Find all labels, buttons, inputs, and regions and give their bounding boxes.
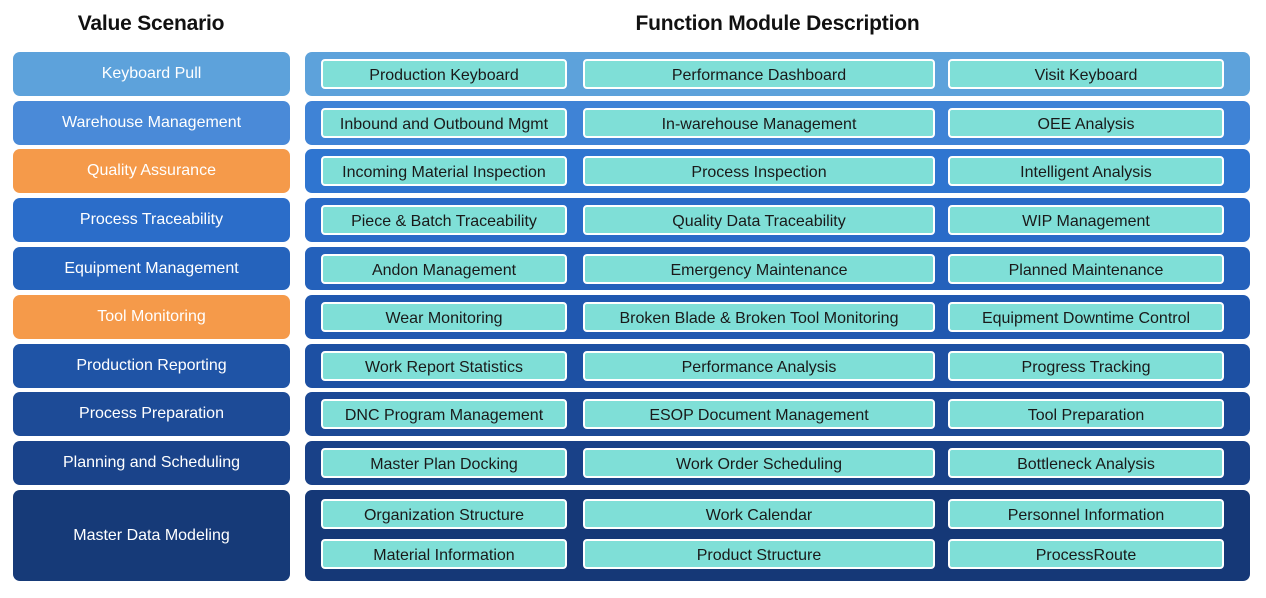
function-module-header: Function Module Description: [635, 12, 920, 35]
table-row: Production Reporting Work Report Statisti…: [0, 344, 1266, 388]
module-panel: Inbound and Outbound Mgmt In-warehouse Ma…: [305, 101, 1250, 145]
table-row: Tool Monitoring Wear Monitoring Broken Bla…: [0, 295, 1266, 339]
module-cell: ESOP Document Management: [583, 399, 935, 429]
module-panel: DNC Program Management ESOP Document Mana…: [305, 392, 1250, 436]
module-cell: Emergency Maintenance: [583, 254, 935, 284]
module-cell: Material Information: [321, 539, 567, 569]
table-row: Quality Assurance Incoming Material Inspe…: [0, 149, 1266, 193]
module-cell: Wear Monitoring: [321, 302, 567, 332]
module-cell: Progress Tracking: [948, 351, 1224, 381]
scenario-label: Keyboard Pull: [13, 52, 290, 96]
module-panel: Incoming Material Inspection Process Insp…: [305, 149, 1250, 193]
module-panel: Production Keyboard Performance Dashboard…: [305, 52, 1250, 96]
module-panel: Master Plan Docking Work Order Scheduling…: [305, 441, 1250, 485]
scenario-label: Planning and Scheduling: [13, 441, 290, 485]
module-cell: WIP Management: [948, 205, 1224, 235]
scenario-label: Process Traceability: [13, 198, 290, 242]
scenario-label: Process Preparation: [13, 392, 290, 436]
module-cell: Quality Data Traceability: [583, 205, 935, 235]
module-cell: Inbound and Outbound Mgmt: [321, 108, 567, 138]
module-panel: Wear Monitoring Broken Blade & Broken Too…: [305, 295, 1250, 339]
module-cell: DNC Program Management: [321, 399, 567, 429]
scenario-label: Master Data Modeling: [13, 490, 290, 581]
table-row: Equipment Management Andon Management Emer…: [0, 247, 1266, 290]
module-cell: Work Report Statistics: [321, 351, 567, 381]
scenario-label: Warehouse Management: [13, 101, 290, 145]
table-row: Warehouse Management Inbound and Outbound…: [0, 101, 1266, 145]
module-cell: Intelligent Analysis: [948, 156, 1224, 186]
module-cell: Work Order Scheduling: [583, 448, 935, 478]
module-panel: Work Report Statistics Performance Analys…: [305, 344, 1250, 388]
module-cell: Visit Keyboard: [948, 59, 1224, 89]
value-scenario-header: Value Scenario: [77, 12, 225, 35]
module-panel: Piece & Batch Traceability Quality Data T…: [305, 198, 1250, 242]
module-cell: Performance Analysis: [583, 351, 935, 381]
module-cell: Production Keyboard: [321, 59, 567, 89]
table-row: Planning and Scheduling Master Plan Docki…: [0, 441, 1266, 485]
module-cell: Personnel Information: [948, 499, 1224, 529]
module-cell: Master Plan Docking: [321, 448, 567, 478]
module-cell: Work Calendar: [583, 499, 935, 529]
module-cell: Tool Preparation: [948, 399, 1224, 429]
scenario-label: Tool Monitoring: [13, 295, 290, 339]
module-cell: Equipment Downtime Control: [948, 302, 1224, 332]
table-row: Process Traceability Piece & Batch Tracea…: [0, 198, 1266, 242]
module-cell: In-warehouse Management: [583, 108, 935, 138]
module-cell: OEE Analysis: [948, 108, 1224, 138]
module-cell: Piece & Batch Traceability: [321, 205, 567, 235]
module-cell: Product Structure: [583, 539, 935, 569]
module-cell: Broken Blade & Broken Tool Monitoring: [583, 302, 935, 332]
scenario-label: Equipment Management: [13, 247, 290, 290]
module-cell: Process Inspection: [583, 156, 935, 186]
module-cell: ProcessRoute: [948, 539, 1224, 569]
module-cell: Incoming Material Inspection: [321, 156, 567, 186]
module-panel: Organization Structure Work Calendar Perso…: [305, 490, 1250, 581]
table-row: Keyboard Pull Production Keyboard Performa…: [0, 52, 1266, 96]
module-cell: Performance Dashboard: [583, 59, 935, 89]
table-row: Process Preparation DNC Program Managemen…: [0, 392, 1266, 436]
module-cell: Planned Maintenance: [948, 254, 1224, 284]
scenario-label: Quality Assurance: [13, 149, 290, 193]
module-cell: Organization Structure: [321, 499, 567, 529]
module-cell: Andon Management: [321, 254, 567, 284]
module-panel: Andon Management Emergency Maintenance Pla…: [305, 247, 1250, 290]
scenario-label: Production Reporting: [13, 344, 290, 388]
module-cell: Bottleneck Analysis: [948, 448, 1224, 478]
